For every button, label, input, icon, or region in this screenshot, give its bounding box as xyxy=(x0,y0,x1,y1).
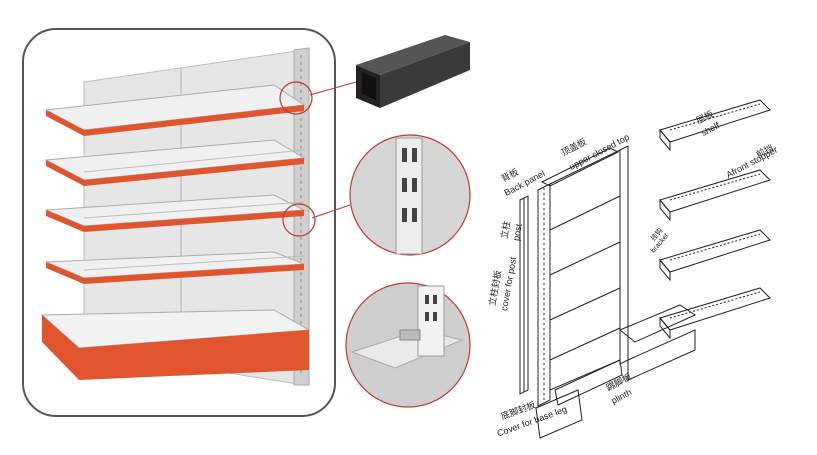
shelf-4 xyxy=(45,251,305,284)
shelving-photo-frame xyxy=(22,28,336,417)
shelf-1 xyxy=(44,84,306,136)
exploded-shelf-1 xyxy=(659,99,771,152)
shelf-2 xyxy=(44,139,306,186)
square-tube-image xyxy=(356,35,470,108)
base-leg-image xyxy=(345,282,471,408)
base-shelf xyxy=(40,309,311,380)
shelf-3 xyxy=(45,194,306,232)
exploded-shelf-2 xyxy=(659,169,771,222)
shelving-unit-photo xyxy=(40,47,316,386)
upright-slots-image xyxy=(349,134,471,256)
exploded-shelf-4 xyxy=(659,287,771,340)
exploded-shelf-3 xyxy=(659,229,771,282)
exploded-diagram xyxy=(519,99,771,439)
